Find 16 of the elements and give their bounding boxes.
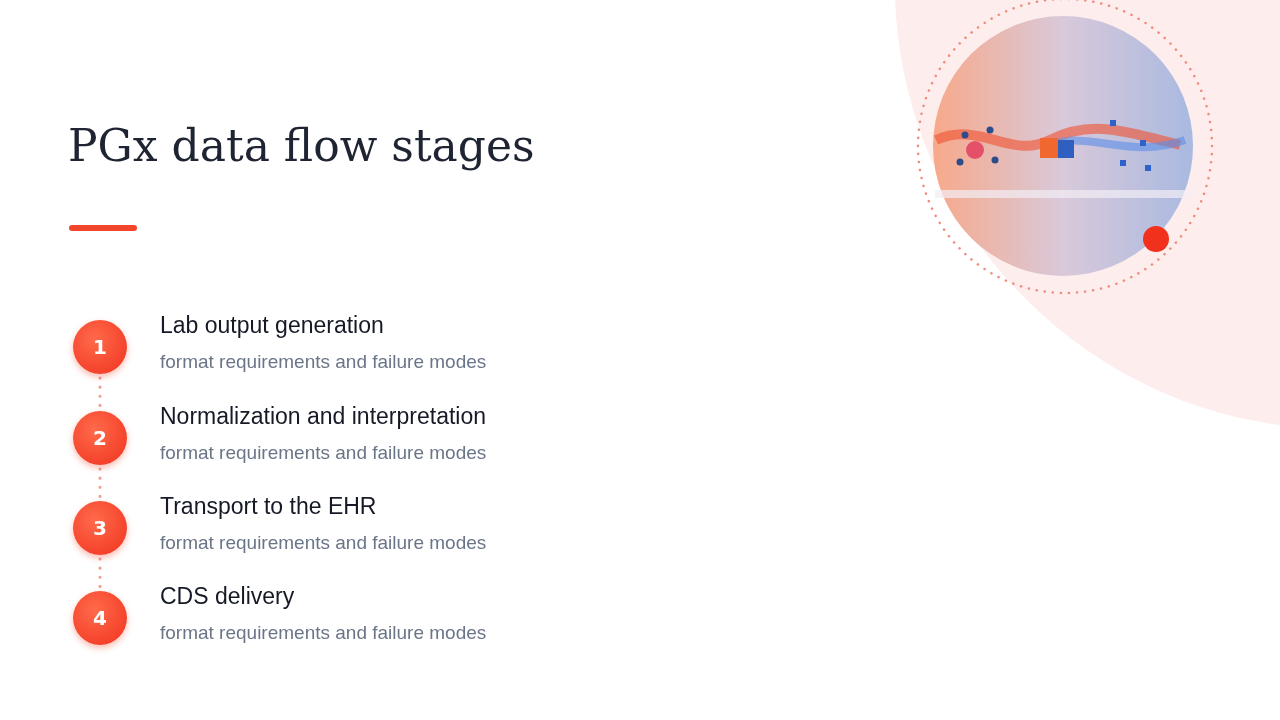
- title: PGx data flow stages: [68, 120, 535, 171]
- stage-description: format requirements and failure modes: [160, 622, 487, 644]
- step-number-circle: 1: [73, 320, 127, 374]
- stage-description: format requirements and failure modes: [160, 351, 487, 373]
- dotted-connector: [98, 376, 102, 409]
- stage-title: Normalization and interpretation: [160, 403, 486, 430]
- stage-title: Transport to the EHR: [160, 493, 377, 520]
- dotted-connector: [98, 467, 102, 499]
- stage-title: Lab output generation: [160, 312, 384, 339]
- stage-description: format requirements and failure modes: [160, 532, 487, 554]
- stage-title: CDS delivery: [160, 583, 295, 610]
- step-number-circle: 2: [73, 411, 127, 465]
- dotted-connector: [98, 557, 102, 589]
- stage-description: format requirements and failure modes: [160, 442, 487, 464]
- step-number-circle: 4: [73, 591, 127, 645]
- step-number-circle: 3: [73, 501, 127, 555]
